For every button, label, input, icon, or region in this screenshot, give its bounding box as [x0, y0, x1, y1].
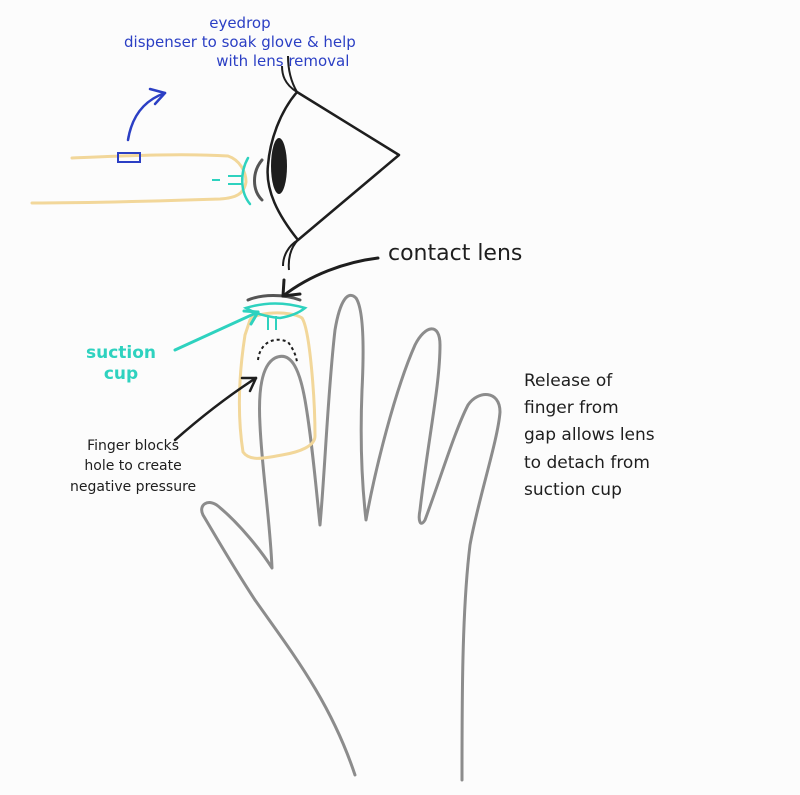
eyelash-top-2: [281, 65, 298, 93]
suction-cup-bottom: [242, 302, 308, 320]
glove-finger-outline: [237, 311, 317, 460]
eyedrop-dispenser-label: eyedrop dispenser to soak glove & help w…: [124, 14, 356, 70]
finger-blocks-label: Finger blocks hole to create negative pr…: [70, 438, 197, 495]
arrow-suction-cup: [173, 310, 260, 352]
eye-iris: [271, 138, 287, 194]
arrow-finger-blocks: [173, 376, 258, 442]
contact-lens-label: contact lens: [388, 241, 523, 266]
glove-finger-top-outline: [30, 153, 248, 205]
eyelash-bottom-2: [282, 239, 299, 267]
arrow-finger-blocks-head: [240, 376, 258, 393]
suction-cup-label: suction cup: [86, 343, 157, 385]
suction-cup-top: [241, 156, 252, 206]
contact-lens-top: [253, 158, 264, 202]
arrow-suction-cup-head: [242, 309, 260, 326]
contact-lens-bottom: [246, 294, 302, 302]
arrow-eyedrop-head: [148, 87, 167, 106]
arrow-contact-lens-head: [281, 278, 302, 298]
release-finger-label: Release of finger from gap allows lens t…: [524, 371, 655, 500]
arrow-contact-lens: [281, 256, 380, 298]
hand-outline: [200, 293, 502, 782]
hole-dotted-outline: [257, 338, 298, 363]
eyedrop-dispenser: [117, 152, 141, 163]
eyelash-top-1: [287, 55, 298, 93]
arrow-eyedrop: [126, 91, 167, 142]
eye-outline: [266, 90, 401, 242]
